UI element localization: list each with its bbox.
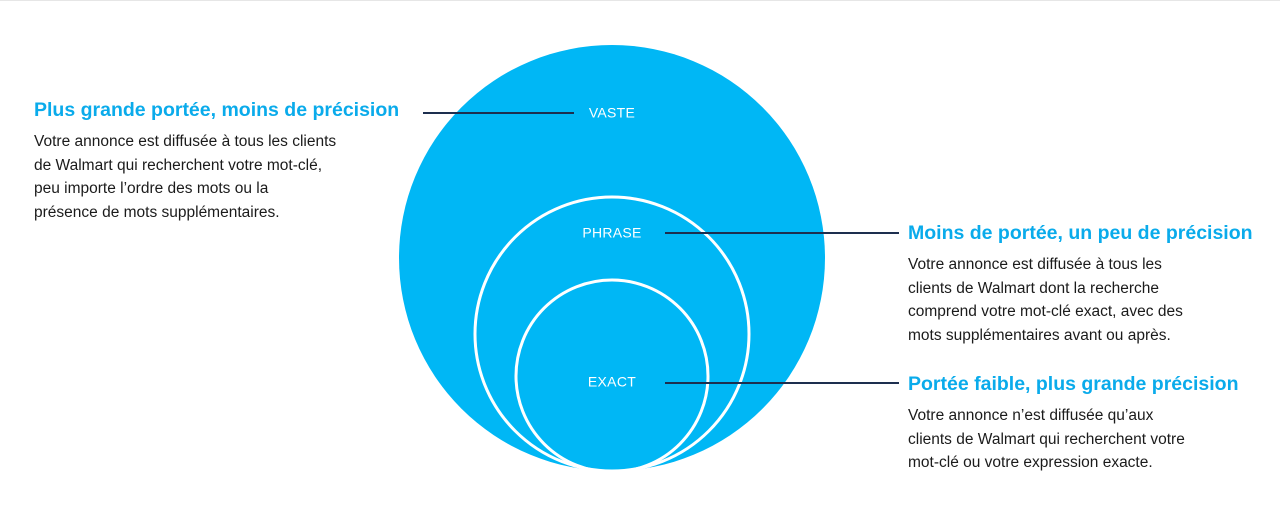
phrase-match-callout: Moins de portée, un peu de précision Vot… <box>908 221 1253 347</box>
broad-match-callout: Plus grande portée, moins de précision V… <box>34 98 399 224</box>
exact-match-circle <box>514 278 710 474</box>
broad-match-title: Plus grande portée, moins de précision <box>34 99 400 121</box>
exact-match-callout: Portée faible, plus grande précision Vot… <box>908 372 1239 475</box>
broad-match-description: Votre annonce est diffusée à tous les cl… <box>34 133 337 221</box>
phrase-match-title: Moins de portée, un peu de précision <box>908 222 1253 244</box>
phrase-circle-label: PHRASE <box>582 225 641 241</box>
top-divider <box>0 0 1280 1</box>
broad-match-circle <box>399 45 825 471</box>
exact-circle-label: EXACT <box>588 374 636 390</box>
phrase-match-description: Votre annonce est diffusée à tous les cl… <box>908 256 1183 344</box>
exact-match-title: Portée faible, plus grande précision <box>908 373 1239 395</box>
broad-circle-label: VASTE <box>589 105 635 121</box>
exact-match-description: Votre annonce n’est diffusée qu’aux clie… <box>908 407 1185 471</box>
